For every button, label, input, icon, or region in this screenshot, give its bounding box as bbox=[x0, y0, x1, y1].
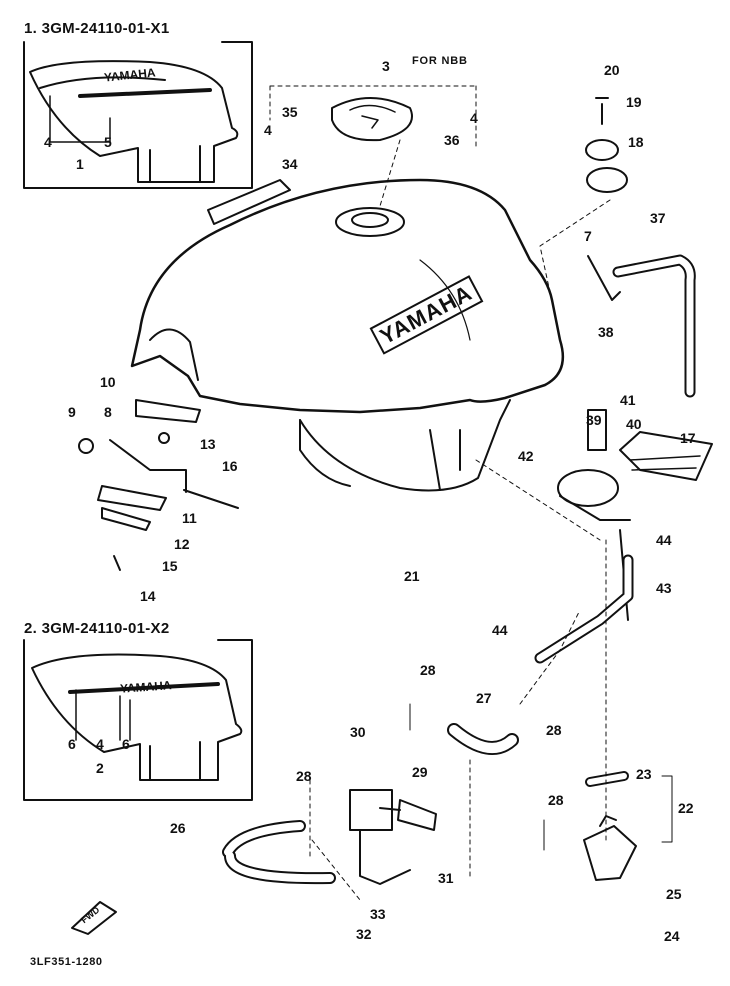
callout-33: 33 bbox=[370, 906, 386, 922]
callout-41: 41 bbox=[620, 392, 636, 408]
damper-17 bbox=[619, 431, 713, 481]
fwd-arrow-shape bbox=[71, 901, 117, 935]
callout-4-x2: 4 bbox=[96, 736, 104, 752]
callout-13: 13 bbox=[200, 436, 216, 452]
callout-17: 17 bbox=[680, 430, 696, 446]
callout-25: 25 bbox=[666, 886, 682, 902]
callout-29: 29 bbox=[412, 764, 428, 780]
note-label: FOR NBB bbox=[412, 55, 468, 67]
callout-8: 8 bbox=[104, 404, 112, 420]
relay-30 bbox=[349, 789, 411, 885]
callout-7: 7 bbox=[584, 228, 592, 244]
bracket-lines bbox=[409, 703, 673, 851]
inset-x2-box bbox=[23, 639, 253, 801]
callout-42: 42 bbox=[518, 448, 534, 464]
callout-23: 23 bbox=[636, 766, 652, 782]
callout-4-right: 4 bbox=[470, 110, 478, 126]
callout-2: 2 bbox=[96, 760, 104, 776]
bracket-parts-left bbox=[78, 399, 239, 571]
callout-37: 37 bbox=[650, 210, 666, 226]
callout-28-top: 28 bbox=[420, 662, 436, 678]
callout-28-right: 28 bbox=[548, 792, 564, 808]
side-strip-left bbox=[207, 179, 291, 225]
callout-19: 19 bbox=[626, 94, 642, 110]
callout-32: 32 bbox=[356, 926, 372, 942]
figure-code: 3LF351-1280 bbox=[30, 956, 103, 968]
inset-x1-box bbox=[23, 41, 253, 189]
callout-3: 3 bbox=[382, 58, 390, 74]
fuel-pump-42 bbox=[557, 409, 631, 621]
leader-lines bbox=[269, 85, 611, 901]
callout-16: 16 bbox=[222, 458, 238, 474]
callout-39: 39 bbox=[586, 412, 602, 428]
callout-27: 27 bbox=[476, 690, 492, 706]
callout-12: 12 bbox=[174, 536, 190, 552]
callout-24: 24 bbox=[664, 928, 680, 944]
callout-4-left: 4 bbox=[264, 122, 272, 138]
callout-21: 21 bbox=[404, 568, 420, 584]
section-title-x1: 1. 3GM-24110-01-X1 bbox=[24, 20, 170, 37]
callout-43: 43 bbox=[656, 580, 672, 596]
callout-11: 11 bbox=[182, 510, 197, 526]
callout-30: 30 bbox=[350, 724, 366, 740]
callout-20: 20 bbox=[604, 62, 620, 78]
callout-31: 31 bbox=[438, 870, 454, 886]
callout-40: 40 bbox=[626, 416, 642, 432]
callout-9: 9 bbox=[68, 404, 76, 420]
fuel-cap bbox=[331, 97, 413, 142]
fuel-cock-22 bbox=[583, 815, 637, 881]
fuel-tank-outline bbox=[130, 178, 565, 492]
callout-14: 14 bbox=[140, 588, 156, 604]
callout-44-right: 44 bbox=[656, 532, 672, 548]
callout-44-left: 44 bbox=[492, 622, 508, 638]
callout-38: 38 bbox=[598, 324, 614, 340]
callout-18: 18 bbox=[628, 134, 644, 150]
callout-6-x2-right: 6 bbox=[122, 736, 130, 752]
callout-36: 36 bbox=[444, 132, 460, 148]
callout-26: 26 bbox=[170, 820, 186, 836]
callout-28-left: 28 bbox=[296, 768, 312, 784]
callout-1: 1 bbox=[76, 156, 84, 172]
section-title-x2: 2. 3GM-24110-01-X2 bbox=[24, 620, 170, 637]
cap-parts-right bbox=[585, 97, 628, 193]
callout-6-x2-left: 6 bbox=[68, 736, 76, 752]
callout-35: 35 bbox=[282, 104, 298, 120]
callout-34: 34 bbox=[282, 156, 298, 172]
callout-28-mid: 28 bbox=[546, 722, 562, 738]
callout-10: 10 bbox=[100, 374, 116, 390]
callout-5-x1: 5 bbox=[104, 134, 112, 150]
fuel-filter-29 bbox=[379, 799, 437, 831]
callout-15: 15 bbox=[162, 558, 178, 574]
callout-4-x1: 4 bbox=[44, 134, 52, 150]
callout-22: 22 bbox=[678, 800, 694, 816]
